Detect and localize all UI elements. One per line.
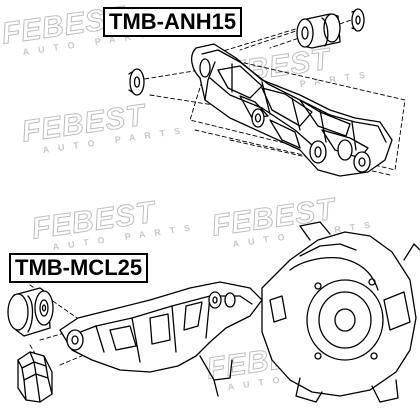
- lower-assembly: [7, 221, 420, 403]
- bushing-tmb-anh15: [296, 13, 341, 49]
- upper-subframe-assembly: [128, 8, 406, 177]
- washer-right: [351, 8, 365, 32]
- bushing-tmb-mcl25: [7, 287, 54, 337]
- differential-housing: [261, 221, 420, 403]
- rubber-mount-block: [17, 351, 53, 403]
- lower-arm: [59, 281, 263, 397]
- upper-subframe: [190, 43, 393, 177]
- part-label-tmb-mcl25: TMB-MCL25: [9, 253, 149, 283]
- washer-left: [128, 68, 145, 96]
- part-label-tmb-anh15: TMB-ANH15: [103, 7, 243, 37]
